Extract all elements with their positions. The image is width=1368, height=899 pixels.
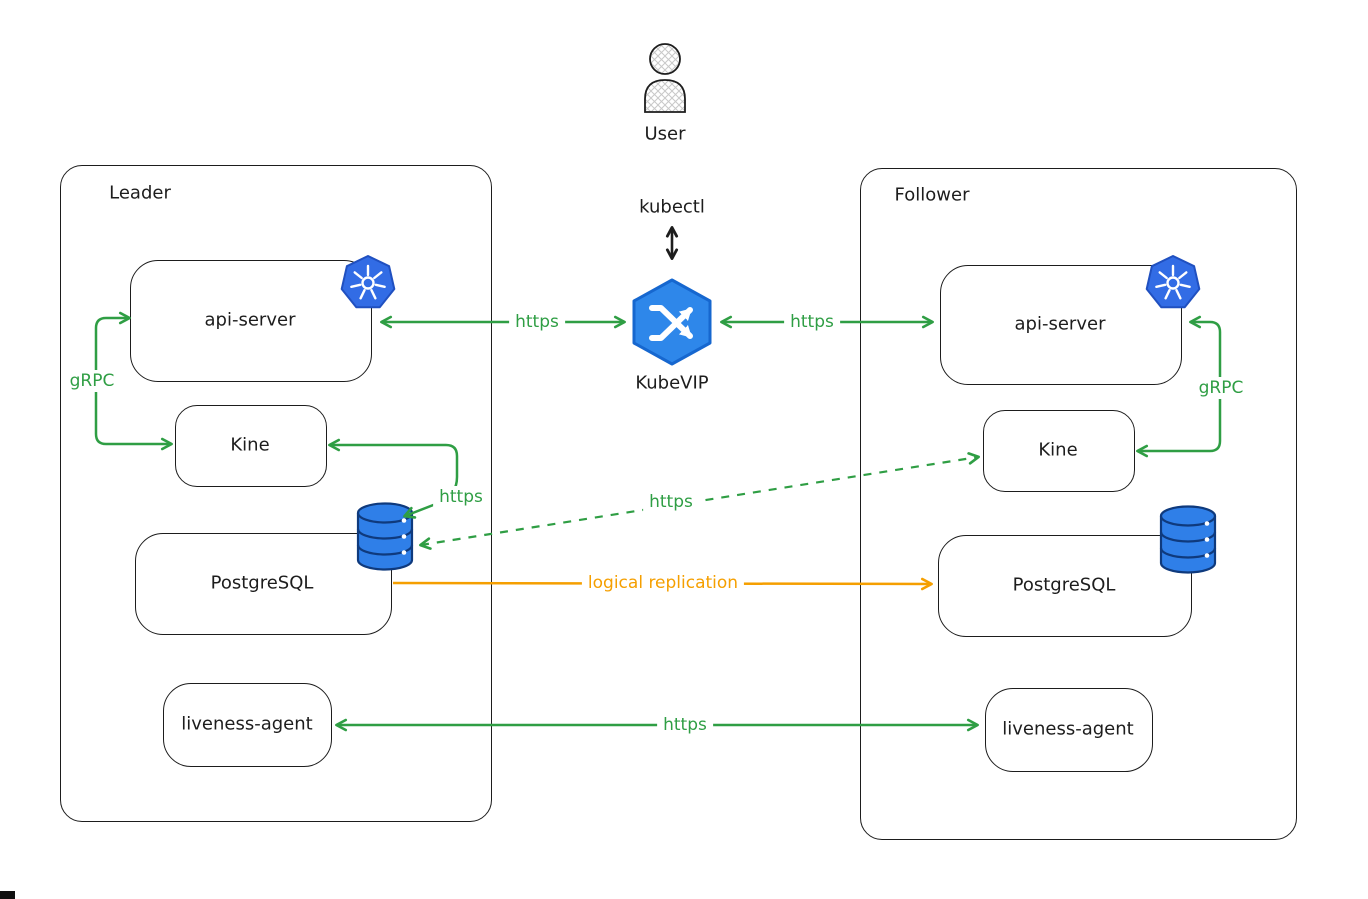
leader-liveness-agent-label: liveness-agent xyxy=(181,713,313,735)
edge-label-https-liveness: https xyxy=(657,714,713,736)
kubectl-label: kubectl xyxy=(639,196,705,218)
edge-label-https-leader: https xyxy=(509,311,565,333)
leader-liveness-agent-node xyxy=(163,683,332,767)
leader-kine-label: Kine xyxy=(230,434,270,456)
leader-postgresql-node xyxy=(135,533,392,635)
leader-postgresql-label: PostgreSQL xyxy=(210,572,314,594)
user-label: User xyxy=(644,123,686,145)
follower-title: Follower xyxy=(894,184,970,206)
leader-title: Leader xyxy=(109,182,171,204)
follower-liveness-agent-node xyxy=(985,688,1153,772)
follower-kine-node xyxy=(983,410,1135,492)
leader-api-server-label: api-server xyxy=(204,309,296,331)
kubevip-label: KubeVIP xyxy=(635,372,709,394)
follower-postgresql-label: PostgreSQL xyxy=(1012,574,1116,596)
kubevip-hexagon-icon xyxy=(632,278,712,366)
edge-label-https-follower: https xyxy=(784,311,840,333)
edge-label-https-kine-postgres: https xyxy=(433,486,489,508)
edge-label-grpc-follower: gRPC xyxy=(1192,377,1250,399)
follower-postgresql-node xyxy=(938,535,1192,637)
corner-artifact xyxy=(0,891,15,899)
edge-label-https-dashed: https xyxy=(643,491,699,513)
edge-label-logical-replication: logical replication xyxy=(581,572,745,594)
edge-label-grpc-leader: gRPC xyxy=(63,370,121,392)
follower-kine-label: Kine xyxy=(1038,439,1078,461)
follower-liveness-agent-label: liveness-agent xyxy=(1002,718,1134,740)
user-icon xyxy=(644,43,686,113)
leader-kine-node xyxy=(175,405,327,487)
follower-api-server-label: api-server xyxy=(1014,313,1106,335)
